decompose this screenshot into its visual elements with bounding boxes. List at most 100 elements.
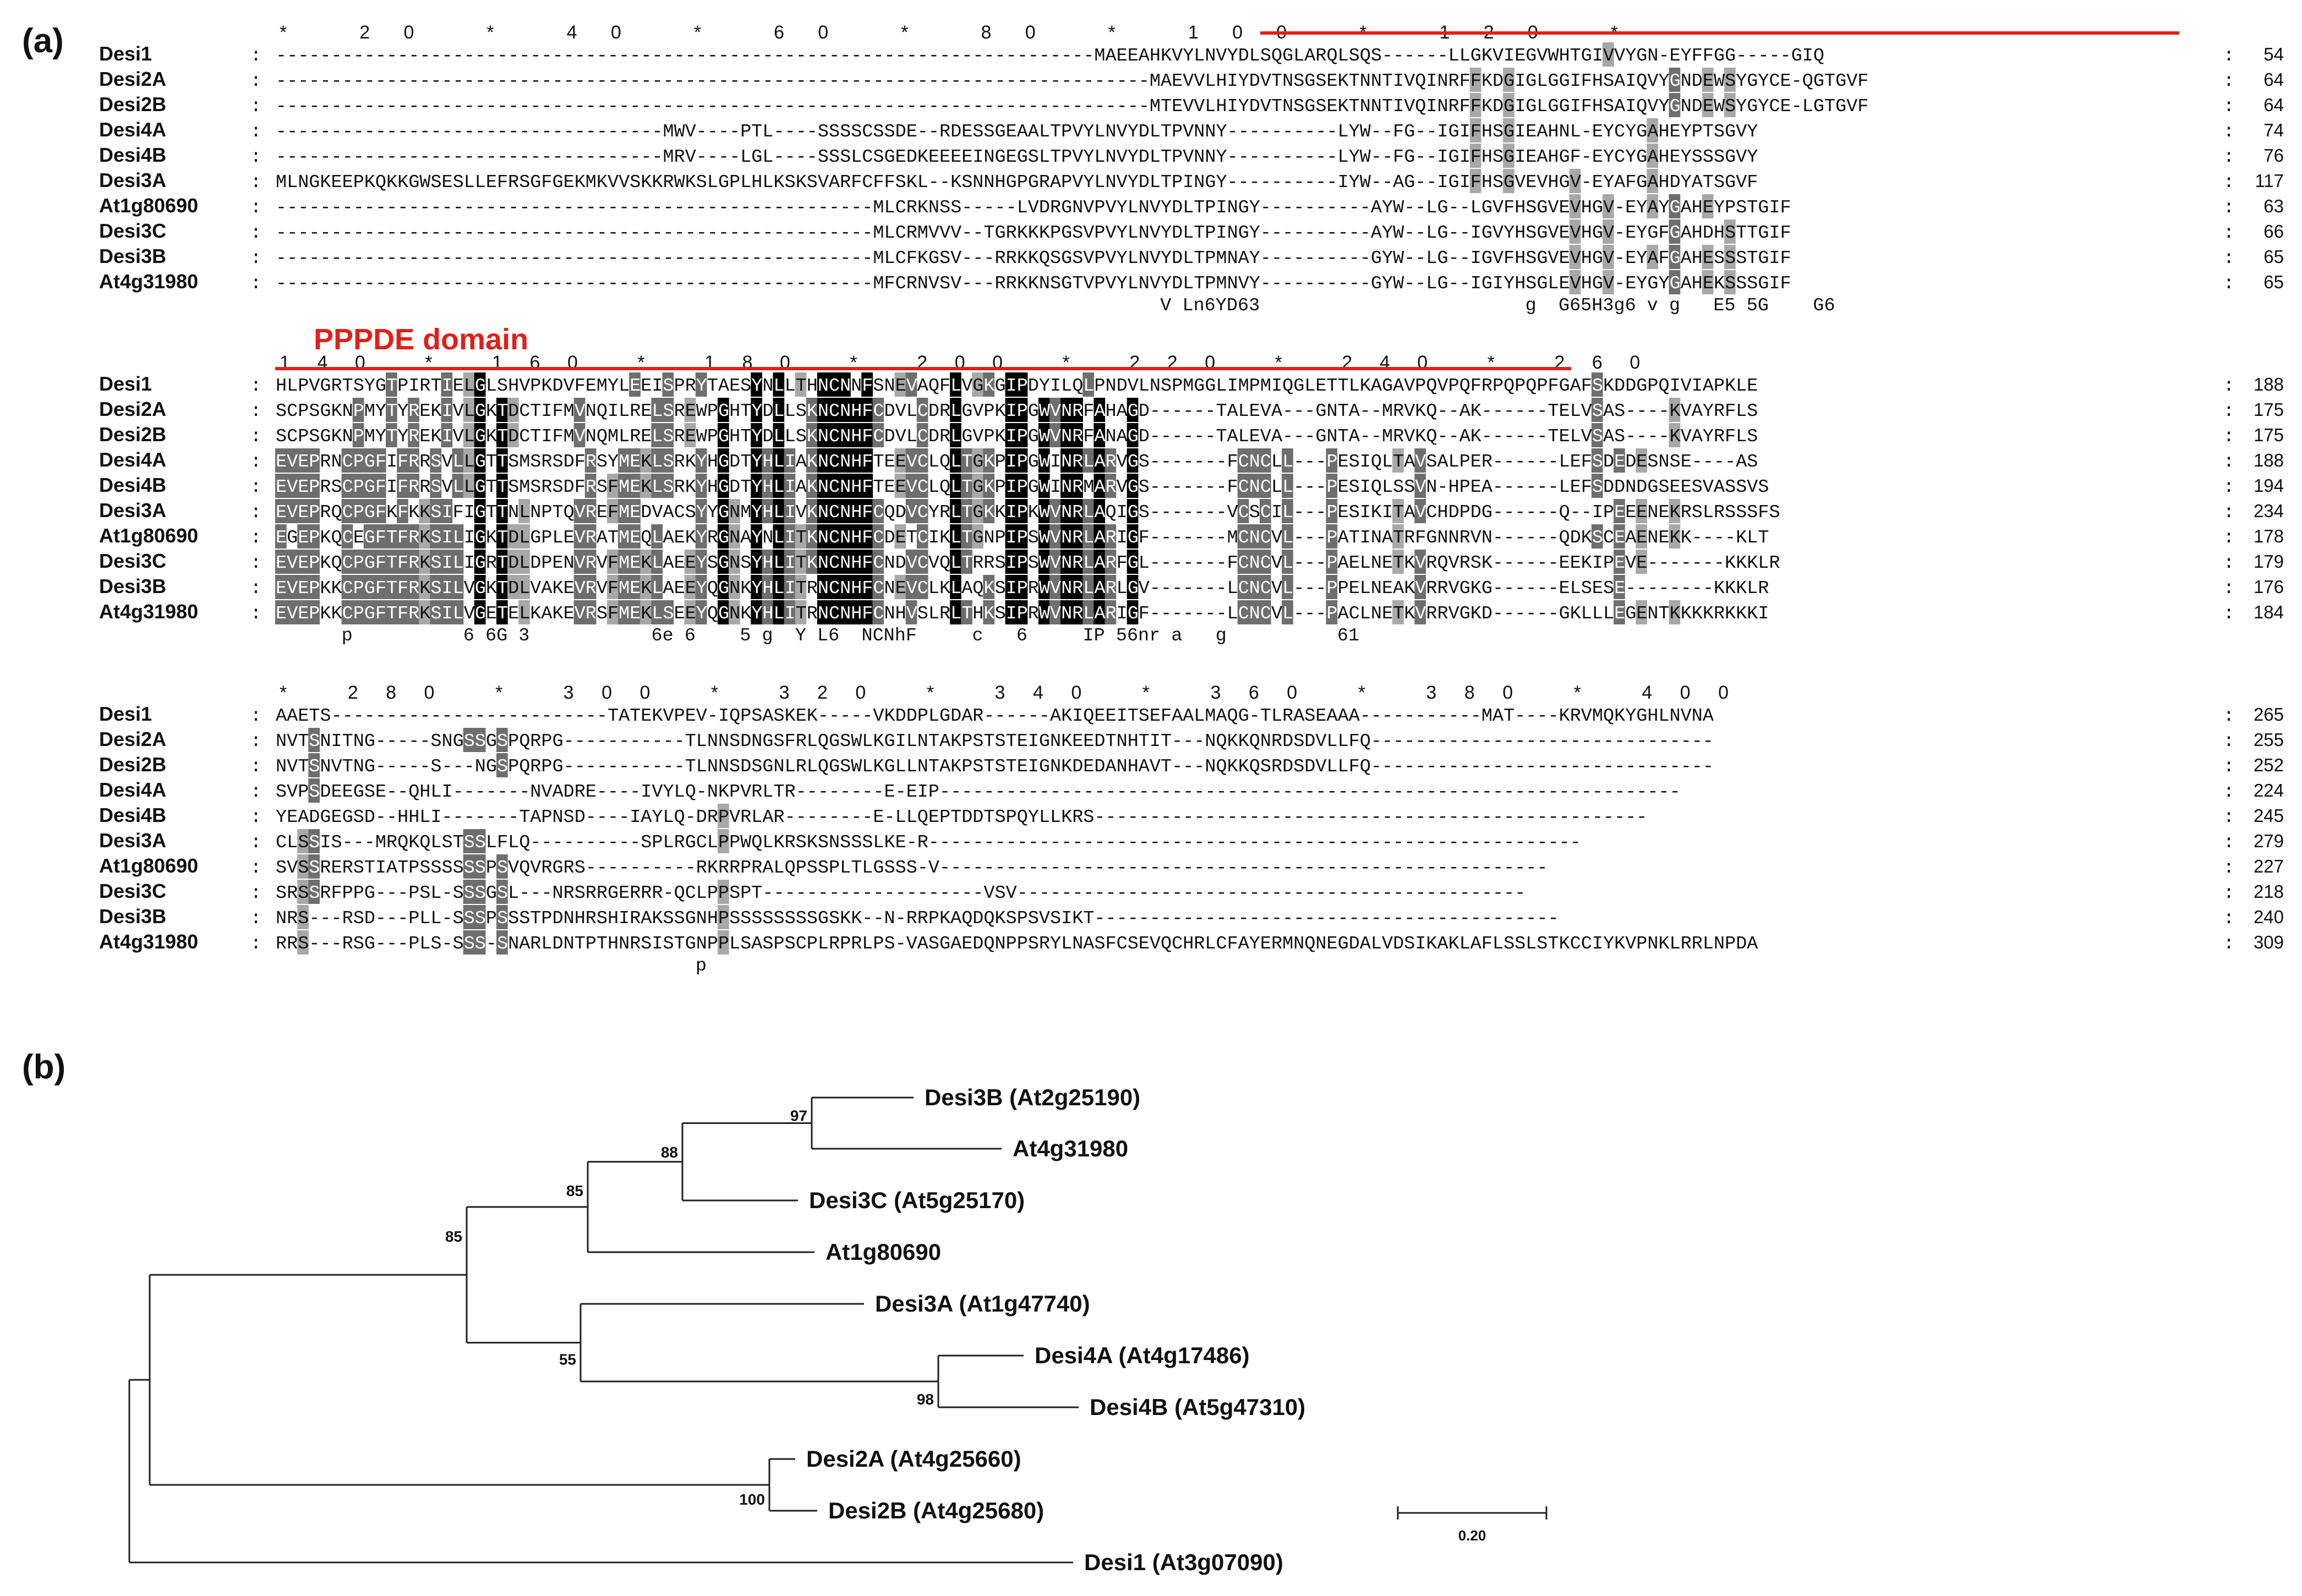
separator: :: [2223, 756, 2234, 777]
residue-shade: [729, 575, 740, 599]
sequence-name: At4g31980: [99, 930, 198, 953]
residue-shade: [872, 524, 884, 549]
residue-shade: [584, 474, 597, 498]
residue-shade: [1569, 220, 1581, 244]
sequence-name: Desi3A: [99, 169, 166, 191]
residue-shade: [419, 499, 430, 523]
residue-shade: [408, 423, 419, 447]
residue-shade: [275, 550, 287, 574]
sequence-end-position: 188: [2254, 374, 2284, 394]
sequence-name: Desi3B: [99, 905, 166, 928]
sequence-residues: EVEPRSCPGFIFRRSVLLGTTSMSRSDFRSFMEKLSRKYH…: [276, 477, 1769, 498]
residue-shade: [1503, 68, 1514, 92]
sequence-end-position: 175: [2254, 425, 2284, 445]
residue-shade: [762, 550, 774, 574]
residue-shade: [695, 600, 707, 624]
residue-shade: [1603, 270, 1614, 294]
residue-shade: [286, 499, 298, 523]
residue-shade: [341, 600, 353, 624]
residue-shade: [352, 398, 364, 422]
residue-shade: [352, 423, 364, 447]
separator: :: [2223, 502, 2234, 523]
residue-shade: [695, 448, 707, 473]
residue-shade: [1603, 245, 1614, 269]
residue-shade: [762, 448, 774, 473]
sequence-end-position: 194: [2254, 475, 2284, 496]
residue-shade: [408, 550, 419, 574]
separator: :: [250, 71, 261, 92]
separator: :: [2223, 248, 2234, 269]
residue-shade: [363, 474, 375, 498]
residue-shade: [386, 550, 397, 574]
residue-shade: [386, 600, 397, 624]
sequence-name: Desi2B: [99, 423, 166, 446]
residue-shade: [729, 550, 740, 574]
residue-shade: [474, 499, 486, 523]
residue-shade: [507, 398, 519, 422]
residue-shade: [894, 372, 906, 397]
residue-shade: [806, 448, 818, 473]
residue-shade: [408, 575, 419, 599]
residue-shade: [386, 575, 397, 599]
residue-shade: [905, 372, 917, 397]
residue-shade: [839, 448, 851, 473]
residue-shade: [496, 524, 508, 549]
sequence-end-position: 265: [2254, 704, 2284, 725]
residue-shade: [363, 550, 375, 574]
residue-shade: [795, 575, 807, 599]
sequence-residues: HLPVGRTSYGTPIRTIELGLSHVPKDVFEMYLEEISPRYT…: [276, 376, 1758, 397]
residue-shade: [1603, 42, 1614, 67]
residue-shade: [286, 474, 298, 498]
separator: :: [2223, 172, 2234, 193]
tree-leaf-label: Desi4B (At5g47310): [1090, 1394, 1305, 1420]
residue-shade: [352, 499, 364, 523]
residue-shade: [1702, 194, 1714, 218]
residue-shade: [419, 550, 430, 574]
residue-shade: [607, 550, 619, 574]
residue-shade: [1702, 93, 1714, 117]
residue-shade: [430, 550, 442, 574]
residue-shade: [861, 474, 873, 498]
residue-shade: [850, 398, 862, 422]
residue-shade: [397, 474, 408, 498]
residue-shade: [850, 423, 862, 447]
residue-shade: [861, 372, 873, 397]
separator: :: [250, 883, 261, 904]
residue-shade: [684, 423, 696, 447]
tree-leaf-label: At4g31980: [1013, 1136, 1128, 1161]
residue-shade: [374, 499, 386, 523]
residue-shade: [684, 575, 696, 599]
sequence-residues: ----------------------------------------…: [276, 96, 1868, 117]
sequence-residues: YEADGEGSD--HHLI-------TAPNSD----IAYLQ-DR…: [276, 807, 1647, 828]
conservation-shading: [1469, 42, 1736, 294]
sequence-residues: EVEPRNCPGFIFRRSVLLGTTSMSRSDFRSYMEKLSRKYH…: [276, 452, 1758, 473]
residue-shade: [397, 448, 408, 473]
separator: :: [2223, 528, 2234, 549]
tree-leaf-label: Desi1 (At3g07090): [1084, 1549, 1283, 1575]
residue-shade: [1669, 93, 1681, 117]
sequence-end-position: 65: [2263, 246, 2284, 267]
sequence-end-position: 224: [2254, 780, 2284, 800]
residue-shade: [286, 575, 298, 599]
residue-shade: [397, 600, 408, 624]
sequence-name: Desi4A: [99, 448, 166, 471]
residue-shade: [718, 575, 729, 599]
residue-shade: [507, 524, 519, 549]
separator: :: [2223, 908, 2234, 929]
sequence-residues: EVEPKQCPGFTFRKSILIGRTDLDPENVRVFMEKLAEEYS…: [276, 553, 1780, 574]
separator: :: [250, 604, 261, 624]
residue-shade: [518, 499, 530, 523]
residue-shade: [584, 499, 597, 523]
residue-shade: [751, 423, 762, 447]
residue-shade: [1669, 68, 1681, 92]
sequence-residues: RRS---RSG---PLS-SSS-SNARLDNTPTHNRSISTGNP…: [276, 934, 1758, 955]
residue-shade: [828, 398, 840, 422]
residue-shade: [386, 398, 397, 422]
bootstrap-value: 55: [559, 1351, 576, 1368]
sequence-name: At1g80690: [99, 194, 198, 217]
residue-shade: [1603, 194, 1614, 218]
residue-shade: [773, 600, 785, 624]
residue-shade: [718, 499, 729, 523]
residue-shade: [408, 398, 419, 422]
